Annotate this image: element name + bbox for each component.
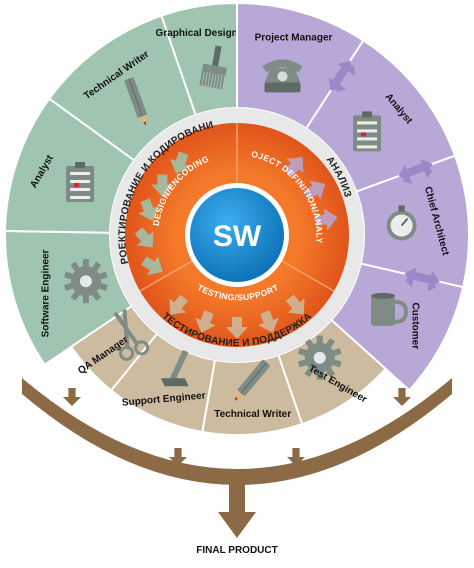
disc-divider-2 <box>139 260 193 292</box>
testing-arrow-1 <box>258 310 279 333</box>
role-segment-tan-1: Technical Writer <box>201 353 304 436</box>
testing-arrow-3 <box>195 310 216 333</box>
role-label-purple-0: Project Manager <box>255 33 333 44</box>
analysis-arrow-0 <box>284 156 304 177</box>
role-segment-purple-2: Chief Architect <box>355 154 470 289</box>
design-arrow-0 <box>141 256 163 276</box>
flow-arrow-3 <box>393 388 411 406</box>
testing-arrow-4 <box>169 294 189 315</box>
inner-arrows <box>134 151 338 339</box>
role-segment-green-1: Analyst <box>4 97 136 234</box>
scissors-icon <box>113 309 150 361</box>
purple-connectors <box>328 60 440 292</box>
flow-arrow-2 <box>287 448 305 466</box>
brush-icon <box>199 45 227 90</box>
testing-arrow-0 <box>285 294 305 315</box>
center-label: SW <box>213 220 262 253</box>
telephone-icon <box>262 59 303 93</box>
center-circle <box>190 188 284 282</box>
role-label-green-0: Software Engineer <box>40 249 51 337</box>
purple-connector-1 <box>398 158 433 185</box>
pencil-icon <box>124 77 148 126</box>
stopwatch-icon <box>386 205 417 241</box>
role-segment-purple-0: Project Manager <box>236 1 365 130</box>
role-segment-green-2: Technical Writer <box>47 14 197 162</box>
purple-connector-2 <box>404 267 440 292</box>
analysis-arrow-2 <box>314 208 338 231</box>
role-label-purple-3: Customer <box>410 302 421 349</box>
clipboard-icon <box>353 111 382 152</box>
mug-icon <box>371 292 409 326</box>
disc-dividers <box>139 123 335 292</box>
pencil-icon <box>234 359 271 401</box>
design-arrow-1 <box>134 227 154 248</box>
gear-icon <box>297 335 342 380</box>
gear-icon <box>64 259 108 304</box>
role-segment-purple-3: Customer <box>329 262 465 392</box>
testing-arrow-2 <box>226 317 248 339</box>
disc-divider-1 <box>281 260 335 292</box>
role-segment-tan-0: Test Engineer <box>277 318 388 426</box>
design-arrow-4 <box>170 151 191 174</box>
clipboard-icon <box>66 162 95 203</box>
final-product-label: FINAL PRODUCT <box>196 545 277 556</box>
final-arrow <box>218 470 256 538</box>
analysis-arrow-1 <box>303 180 326 200</box>
purple-connector-0 <box>328 60 355 93</box>
tool-icon <box>160 347 190 387</box>
role-label-green-3: Graphical Designer <box>156 28 248 39</box>
role-segment-green-3: Graphical Designer <box>156 1 248 117</box>
final-product-flow <box>22 378 452 538</box>
flow-arrow-0 <box>63 388 81 406</box>
design-arrow-3 <box>151 174 174 197</box>
role-segment-tan-3: QA Manager <box>69 304 159 392</box>
flow-arc <box>22 378 452 485</box>
role-label-tan-1: Technical Writer <box>214 409 291 420</box>
design-arrow-2 <box>138 198 159 221</box>
flow-arrow-1 <box>169 448 187 466</box>
